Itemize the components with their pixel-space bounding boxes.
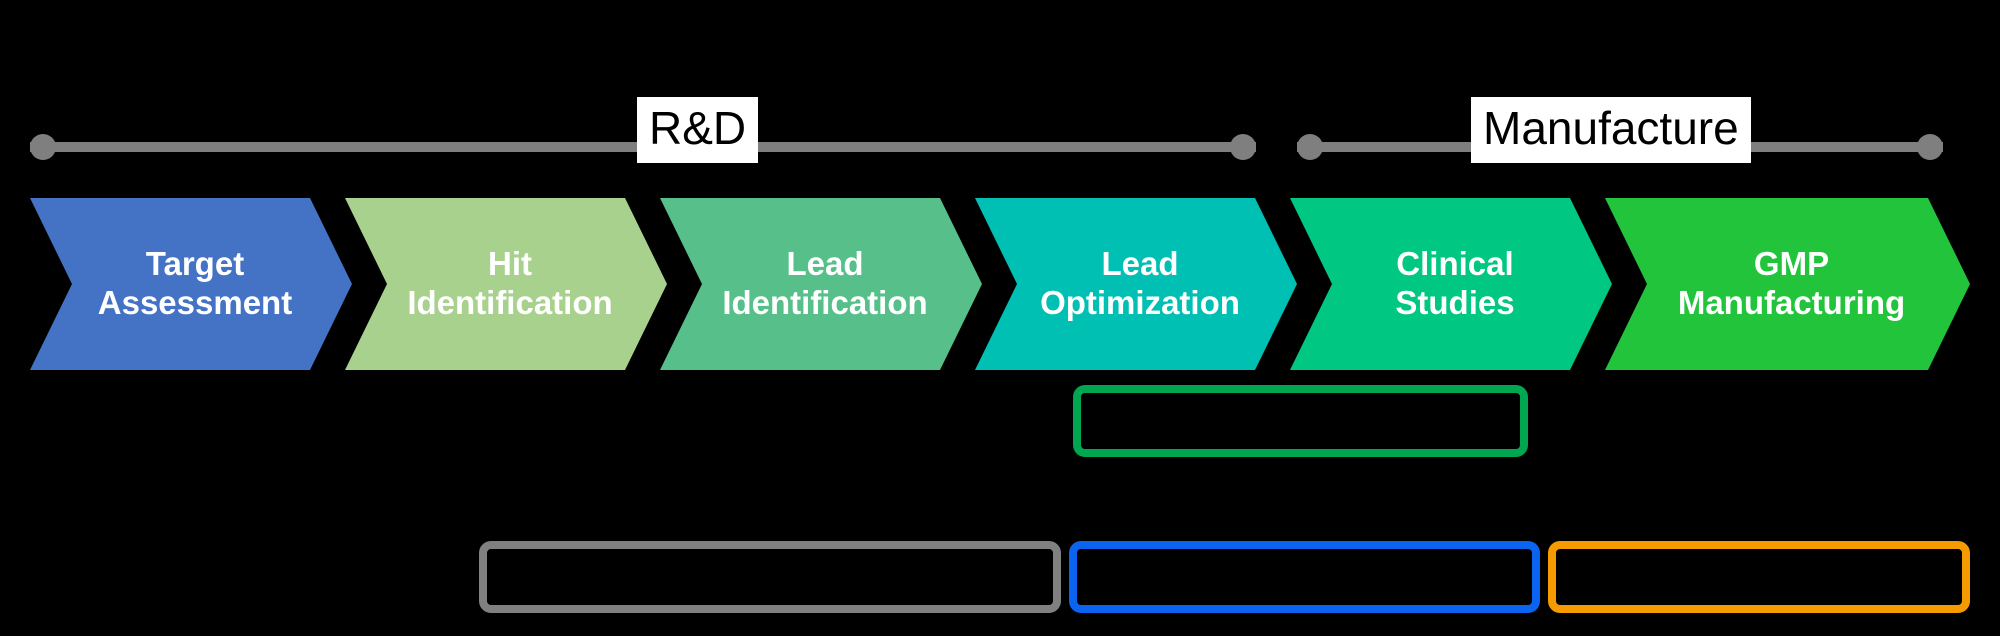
timeline-endpoint-manufacture-start [1297,134,1323,160]
stage-label-lead-optimization: Lead Optimization [1040,245,1240,321]
stage-chevron-row: Target Assessment Hit Identification Lead … [0,198,2000,370]
stage-chevron-clinical-studies[interactable]: Clinical Studies [1290,198,1612,370]
timeline-line-manufacture [1297,142,1943,152]
timeline-line-rd [30,142,1256,152]
annotation-box-gray-box[interactable] [479,541,1061,613]
timeline-endpoint-rd-start [30,134,56,160]
annotation-box-green-box[interactable] [1073,385,1528,457]
stage-label-hit-identification: Hit Identification [407,245,613,321]
timeline-endpoint-manufacture-end [1917,134,1943,160]
annotation-box-blue-box[interactable] [1069,541,1540,613]
stage-chevron-lead-optimization[interactable]: Lead Optimization [975,198,1297,370]
stage-chevron-lead-identification[interactable]: Lead Identification [660,198,982,370]
timeline-endpoint-rd-end [1230,134,1256,160]
stage-label-clinical-studies: Clinical Studies [1395,245,1515,321]
annotation-box-orange-box[interactable] [1548,541,1970,613]
stage-chevron-gmp-manufacturing[interactable]: GMP Manufacturing [1605,198,1970,370]
stage-chevron-hit-identification[interactable]: Hit Identification [345,198,667,370]
timeline-label-rd: R&D [637,97,759,163]
stage-label-gmp-manufacturing: GMP Manufacturing [1677,245,1906,321]
stage-chevron-target-assessment[interactable]: Target Assessment [30,198,352,370]
stage-label-target-assessment: Target Assessment [97,245,293,321]
timeline-label-manufacture: Manufacture [1471,97,1751,163]
phase-timeline: R&D Manufacture [0,0,2000,200]
stage-label-lead-identification: Lead Identification [722,245,928,321]
